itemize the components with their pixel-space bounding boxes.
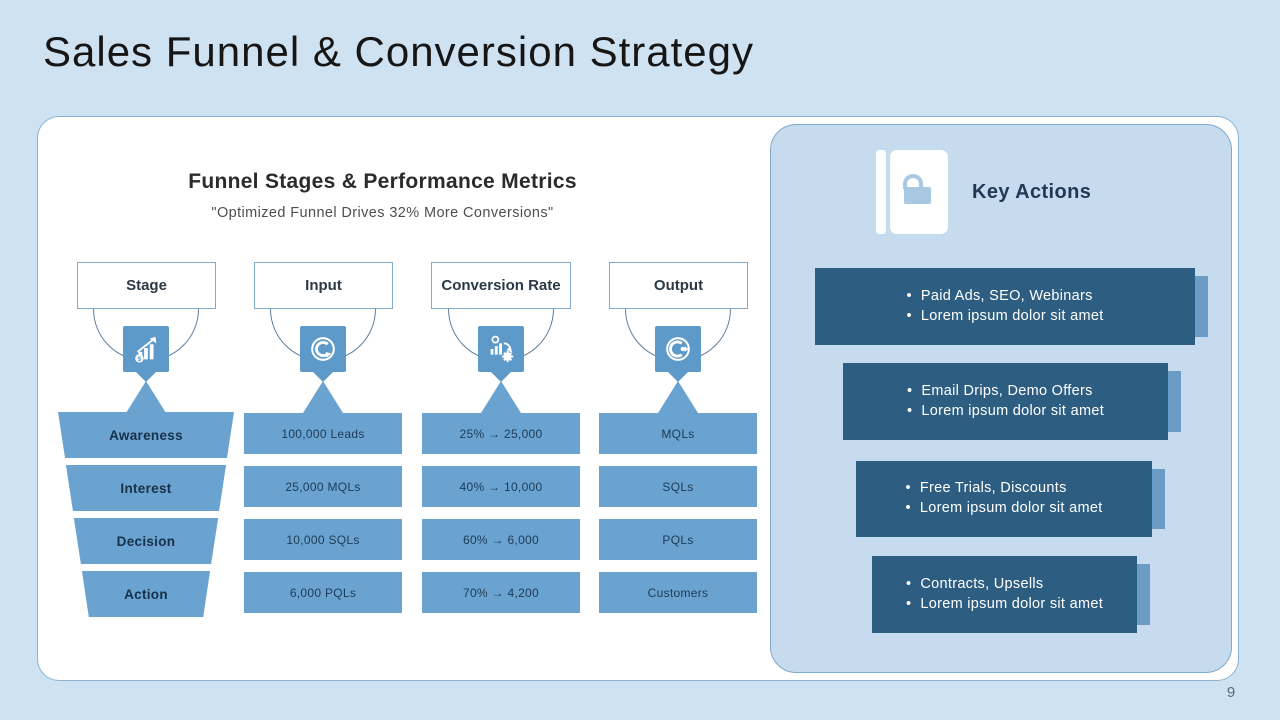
input-value: 10,000 SQLs (244, 519, 402, 560)
column-header-stage: Stage (77, 262, 216, 309)
pointer-triangle (491, 372, 511, 382)
svg-text:$: $ (138, 356, 142, 363)
pointer-triangle (668, 372, 688, 382)
action-box-interest: Email Drips, Demo Offers Lorem ipsum dol… (843, 363, 1181, 440)
output-value: MQLs (599, 413, 757, 454)
open-lock-icon (903, 174, 923, 189)
open-lock-book-icon (890, 150, 948, 234)
open-lock-book-icon (876, 150, 886, 234)
target-cycle-icon (655, 326, 701, 372)
pointer-triangle (136, 372, 156, 382)
page-number: 9 (1226, 684, 1236, 701)
input-value: 100,000 Leads (244, 413, 402, 454)
funnel-subheading: "Optimized Funnel Drives 32% More Conver… (211, 205, 554, 221)
output-value: PQLs (599, 519, 757, 560)
column-header-conversion-rate: Conversion Rate (431, 262, 571, 309)
conversion-rate-value: 60% → 6,000 (422, 519, 580, 560)
funnel-stage-decision: Decision (73, 518, 219, 564)
input-value: 6,000 PQLs (244, 572, 402, 613)
metrics-gear-icon (478, 326, 524, 372)
output-value: Customers (599, 572, 757, 613)
conversion-rate-value: 40% → 10,000 (422, 466, 580, 507)
open-lock-icon (904, 187, 931, 204)
conversion-rate-value: 25% → 25,000 (422, 413, 580, 454)
conversion-rate-value: 70% → 4,200 (422, 572, 580, 613)
action-bullet: Paid Ads, SEO, Webinars (906, 287, 1103, 307)
action-bullet: Lorem ipsum dolor sit amet (906, 307, 1103, 327)
funnel-diagram: Awareness Interest Decision Action (58, 412, 234, 618)
action-box-action: Contracts, Upsells Lorem ipsum dolor sit… (872, 556, 1150, 633)
column-header-input: Input (254, 262, 393, 309)
action-box-awareness: Paid Ads, SEO, Webinars Lorem ipsum dolo… (815, 268, 1208, 345)
action-bullet: Lorem ipsum dolor sit amet (905, 499, 1102, 519)
funnel-stage-interest: Interest (65, 465, 227, 511)
action-bullet: Free Trials, Discounts (905, 479, 1102, 499)
conversion-cycle-icon (300, 326, 346, 372)
input-value: 25,000 MQLs (244, 466, 402, 507)
key-actions-heading: Key Actions (972, 181, 1092, 203)
growth-chart-icon: $ (123, 326, 169, 372)
action-bullet: Lorem ipsum dolor sit amet (907, 402, 1104, 422)
action-bullet: Email Drips, Demo Offers (907, 382, 1104, 402)
funnel-stage-awareness: Awareness (58, 412, 234, 458)
action-bullet: Contracts, Upsells (906, 575, 1103, 595)
funnel-stage-action: Action (81, 571, 211, 617)
page-title: Sales Funnel & Conversion Strategy (43, 28, 755, 75)
funnel-heading: Funnel Stages & Performance Metrics (188, 170, 577, 193)
output-value: SQLs (599, 466, 757, 507)
action-bullet: Lorem ipsum dolor sit amet (906, 595, 1103, 615)
column-header-output: Output (609, 262, 748, 309)
action-box-decision: Free Trials, Discounts Lorem ipsum dolor… (856, 461, 1165, 537)
pointer-triangle (313, 372, 333, 382)
